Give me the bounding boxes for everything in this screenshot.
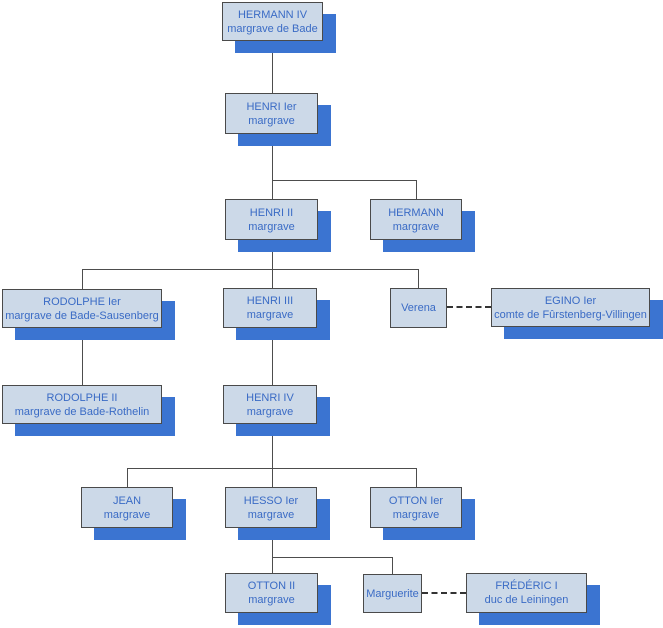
person-name: HESSO Ier: [243, 494, 299, 507]
person-title: margrave: [247, 508, 295, 521]
branch-line-henri-ier-children: [272, 180, 417, 181]
connector-rodolphe-ier-rodolphe-ii: [82, 328, 83, 385]
person-name: HENRI III: [246, 295, 294, 307]
person-box-marguerite: Marguerite: [363, 574, 422, 613]
person-name: Marguerite: [366, 587, 419, 600]
marriage-dash-marguerite-frederic: [422, 592, 466, 594]
branch-line-henri-ii-children: [82, 269, 418, 270]
person-title: margrave: [246, 405, 294, 418]
person-box-henri-iii: HENRI III margrave: [223, 288, 317, 328]
branch-line-hesso-children: [272, 557, 392, 558]
person-box-frederic-i: FRÉDÉRIC I duc de Leiningen: [466, 573, 587, 613]
connector-henri-ii-henri-iii: [272, 240, 273, 288]
person-box-henri-iv: HENRI IV margrave: [223, 385, 317, 424]
connector-henri-ier-henri-ii: [272, 134, 273, 199]
person-title: margrave de Bade: [227, 22, 318, 35]
person-title: margrave de Bade-Sausenberg: [5, 309, 159, 322]
connector-hesso-otton-ii: [272, 528, 273, 573]
person-name: HENRI IV: [246, 391, 294, 404]
person-box-otton-ii: OTTON II margrave: [225, 573, 318, 613]
connector-drop-otton-ier: [416, 468, 417, 487]
connector-henri-iv-hesso: [272, 424, 273, 487]
person-name: HERMANN IV: [237, 8, 308, 21]
person-box-verena: Verena: [390, 288, 447, 328]
person-name: EGINO Ier: [544, 294, 597, 307]
person-title: comte de Fûrstenberg-Villingen: [494, 308, 647, 321]
person-title: duc de Leiningen: [484, 594, 569, 606]
connector-drop-jean: [127, 468, 128, 487]
connector-drop-rodolphe-ier: [82, 269, 83, 289]
person-title: margrave: [246, 309, 294, 321]
person-name: Verena: [401, 302, 436, 314]
person-box-otton-ier: OTTON Ier margrave: [370, 487, 462, 528]
person-name: HENRI II: [249, 206, 294, 219]
connector-drop-hermann: [416, 180, 417, 199]
person-title: margrave: [248, 220, 295, 233]
person-box-rodolphe-ii: RODOLPHE II margrave de Bade-Rothelin: [2, 385, 162, 424]
branch-line-henri-iv-children: [127, 468, 416, 469]
connector-drop-marguerite: [392, 557, 393, 574]
person-box-egino-ier: EGINO Ier comte de Fûrstenberg-Villingen: [491, 288, 650, 327]
person-name: RODOLPHE Ier: [43, 295, 121, 308]
person-box-henri-ier: HENRI Ier margrave: [225, 93, 318, 134]
person-name: HERMANN: [388, 206, 444, 219]
person-box-hermann: HERMANN margrave: [370, 199, 462, 240]
person-name: RODOLPHE II: [46, 391, 118, 404]
person-name: JEAN: [112, 494, 142, 507]
connector-hermann-iv-henri-ier: [272, 41, 273, 93]
person-name: OTTON Ier: [388, 494, 444, 507]
connector-henri-iii-henri-iv: [272, 328, 273, 385]
person-title: margrave: [392, 508, 440, 521]
person-box-hesso-ier: HESSO Ier margrave: [225, 487, 317, 528]
person-box-hermann-iv: HERMANN IV margrave de Bade: [222, 2, 323, 41]
person-title: margrave: [248, 594, 295, 606]
person-name: OTTON II: [247, 580, 296, 592]
connector-drop-verena: [418, 269, 419, 288]
person-box-jean: JEAN margrave: [81, 487, 173, 528]
person-name: FRÉDÉRIC I: [495, 580, 558, 592]
person-box-rodolphe-ier: RODOLPHE Ier margrave de Bade-Sausenberg: [2, 289, 162, 328]
person-title: margrave: [248, 114, 295, 127]
person-title: margrave de Bade-Rothelin: [14, 405, 150, 418]
person-box-henri-ii: HENRI II margrave: [225, 199, 318, 240]
person-title: margrave: [392, 220, 440, 233]
person-title: margrave: [103, 508, 151, 521]
person-name: HENRI Ier: [246, 100, 297, 113]
marriage-dash-verena-egino: [447, 306, 491, 308]
